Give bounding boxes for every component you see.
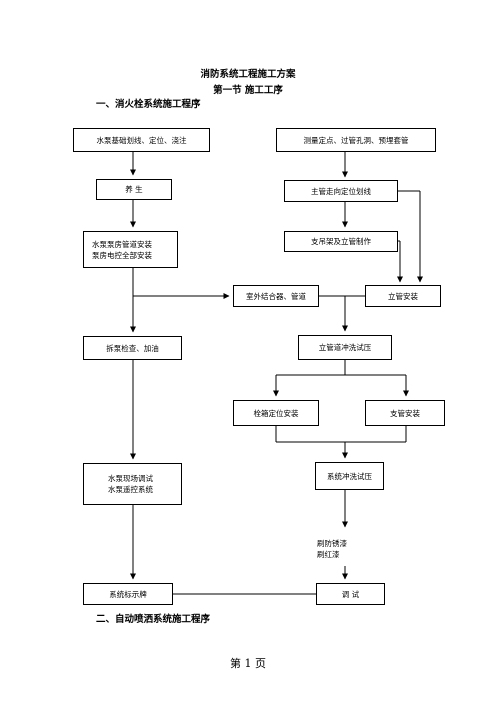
step-pump-field-test: 水泵现场调试 水泵遥控系统 xyxy=(83,463,182,505)
step-debugging: 调 试 xyxy=(316,583,385,605)
step-main-pipe-layout: 主管走向定位划线 xyxy=(284,180,398,202)
step-system-signage: 系统标示牌 xyxy=(83,583,173,605)
step-riser-flush-test: 立管道冲洗试压 xyxy=(298,335,392,360)
step-pump-room-piping: 水泵泵房管道安装 泵房电控全部安装 xyxy=(83,231,178,268)
step-outdoor-connector: 室外结合器、管道 xyxy=(233,285,319,307)
step-system-flush-test: 系统冲洗试压 xyxy=(315,462,384,490)
step-cabinet-install: 栓箱定位安装 xyxy=(233,400,319,426)
step-pump-foundation: 水泵基础划线、定位、浇注 xyxy=(73,128,210,152)
step-riser-install: 立管安装 xyxy=(365,285,441,307)
page-number: 第 1 页 xyxy=(230,657,266,670)
step-survey-sleeves: 测量定点、过管孔洞、预埋套管 xyxy=(276,128,436,152)
step-branch-install: 支管安装 xyxy=(365,400,445,426)
step-curing: 养 生 xyxy=(96,179,172,200)
section-title: 第一节 施工工序 xyxy=(213,85,283,96)
document-title: 消防系统工程施工方案 xyxy=(200,69,296,80)
step-support-riser-fabrication: 支吊架及立管制作 xyxy=(284,231,398,252)
step-pump-check: 拆泵检查、加油 xyxy=(83,336,182,360)
heading-sprinkler-procedure: 二、自动喷洒系统施工程序 xyxy=(96,614,211,625)
heading-hydrant-procedure: 一、消火栓系统施工程序 xyxy=(96,99,201,110)
step-painting: 刷防锈漆 刷红漆 xyxy=(317,538,347,559)
